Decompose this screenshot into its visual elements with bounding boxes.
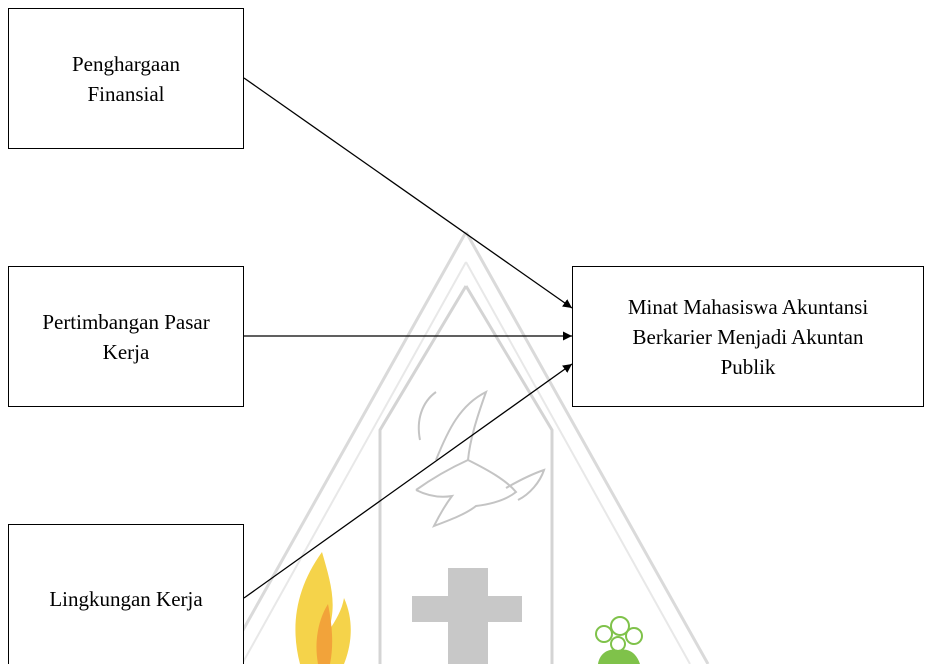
node-minat-mahasiswa: Minat Mahasiswa Akuntansi Berkarier Menj… (572, 266, 924, 407)
node-label-line: Finansial (87, 81, 165, 106)
node-label-line: Berkarier Menjadi Akuntan (632, 324, 864, 349)
node-lingkungan-kerja: Lingkungan Kerja (8, 524, 244, 664)
node-text: Penghargaan Finansial (72, 49, 180, 109)
flame-icon (295, 552, 351, 664)
cross-icon (412, 568, 522, 664)
node-penghargaan-finansial: Penghargaan Finansial (8, 8, 244, 149)
node-text: Pertimbangan Pasar Kerja (42, 307, 209, 367)
node-text: Lingkungan Kerja (49, 584, 202, 614)
node-label-line: Minat Mahasiswa Akuntansi (627, 294, 869, 319)
arrow-penghargaan-to-minat (243, 77, 573, 309)
node-text: Minat Mahasiswa Akuntansi Berkarier Menj… (628, 292, 868, 382)
flower-icon (595, 616, 643, 664)
node-label-line: Kerja (102, 339, 150, 364)
triangle-emblem (222, 231, 710, 664)
dove-icon (415, 389, 546, 528)
node-pertimbangan-pasar-kerja: Pertimbangan Pasar Kerja (8, 266, 244, 407)
node-label-line: Publik (720, 354, 776, 379)
node-label-line: Lingkungan Kerja (49, 587, 203, 611)
node-label-line: Penghargaan (71, 51, 181, 76)
node-label-line: Pertimbangan Pasar (42, 309, 210, 334)
arrow-lingkungan-to-minat (243, 363, 573, 599)
